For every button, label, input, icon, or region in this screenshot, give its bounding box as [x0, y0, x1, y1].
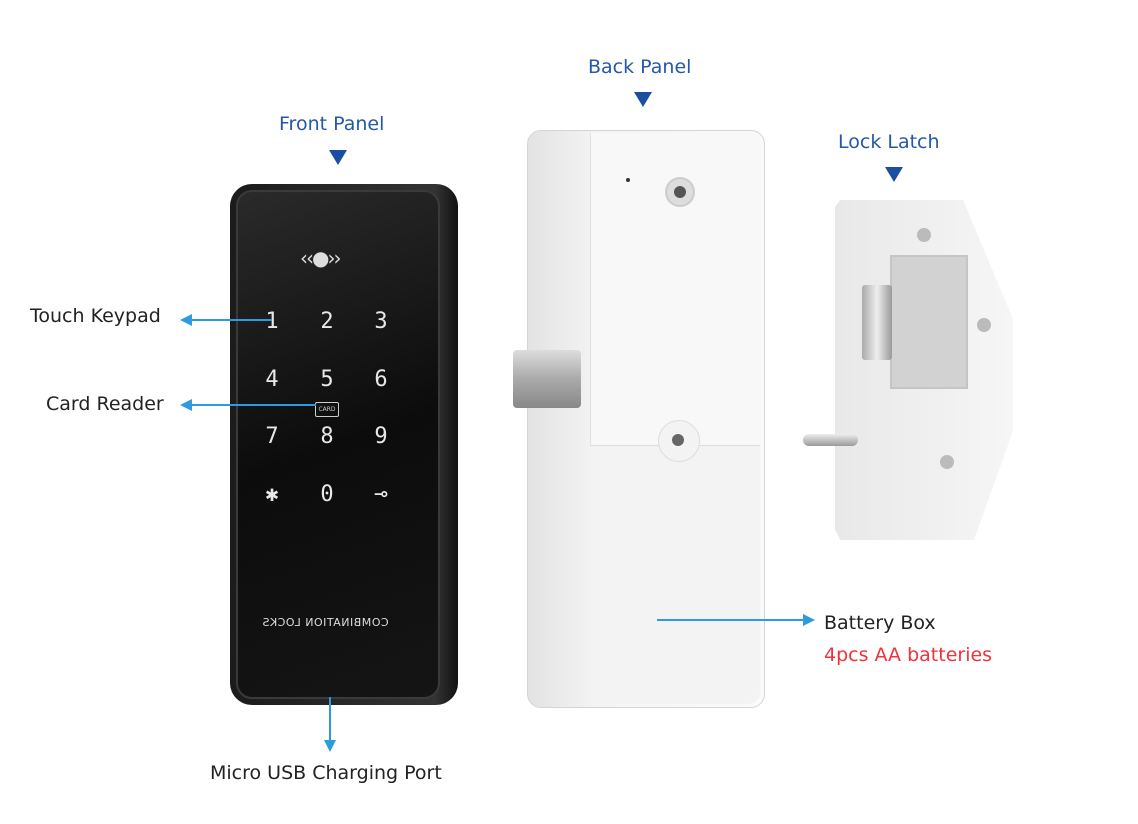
keypad-key: 3 — [374, 309, 388, 334]
battery-box-leader — [657, 619, 805, 621]
keypad-key: 6 — [374, 367, 388, 392]
keypad-key: 4 — [265, 367, 279, 392]
touch-keypad-label: Touch Keypad — [30, 305, 161, 327]
front-panel-glass — [236, 190, 440, 699]
front-panel-title: Front Panel — [279, 113, 385, 135]
bolt — [513, 350, 581, 408]
card-reader-label: Card Reader — [46, 393, 164, 415]
keypad-key: 5 — [320, 367, 334, 392]
latch-pin — [803, 434, 858, 446]
keypad-key: 0 — [320, 482, 334, 507]
card-reader-icon: CARD — [315, 402, 339, 417]
micro-usb-leader — [329, 697, 331, 742]
arrow-left-icon — [180, 399, 192, 411]
screw-icon — [977, 318, 991, 332]
back-panel-pointer-icon — [634, 92, 652, 107]
keypad-key: ✱ — [265, 482, 279, 507]
battery-box — [590, 445, 760, 704]
arrow-right-icon — [803, 614, 815, 626]
screw-icon — [917, 228, 931, 242]
brand-text: COMBINATION LOCKS — [262, 616, 389, 629]
battery-note: 4pcs AA batteries — [824, 644, 993, 666]
front-panel-pointer-icon — [329, 150, 347, 165]
battery-screw-icon — [658, 420, 700, 462]
keypad-key: 2 — [320, 309, 334, 334]
micro-usb-label: Micro USB Charging Port — [210, 762, 442, 784]
latch-slot — [890, 255, 968, 389]
touch-keypad-leader — [190, 319, 272, 321]
lock-latch-title: Lock Latch — [838, 131, 940, 153]
latch-strike — [862, 285, 892, 360]
back-panel-title: Back Panel — [588, 56, 692, 78]
lock-latch-pointer-icon — [885, 167, 903, 182]
keypad-key: 7 — [265, 424, 279, 449]
screw-hole-icon — [665, 177, 695, 207]
keypad-key: 1 — [265, 309, 279, 334]
keypad-key: 9 — [374, 424, 388, 449]
arrow-down-icon — [324, 740, 336, 752]
keypad-key: ⊸ — [374, 482, 388, 507]
screw-icon — [940, 455, 954, 469]
keypad-key: 8 — [320, 424, 334, 449]
nfc-icon: ‹‹●›› — [300, 246, 341, 270]
indicator-led-icon — [626, 178, 630, 182]
arrow-left-icon — [180, 314, 192, 326]
card-reader-leader — [190, 404, 316, 406]
battery-box-label: Battery Box — [824, 612, 936, 634]
